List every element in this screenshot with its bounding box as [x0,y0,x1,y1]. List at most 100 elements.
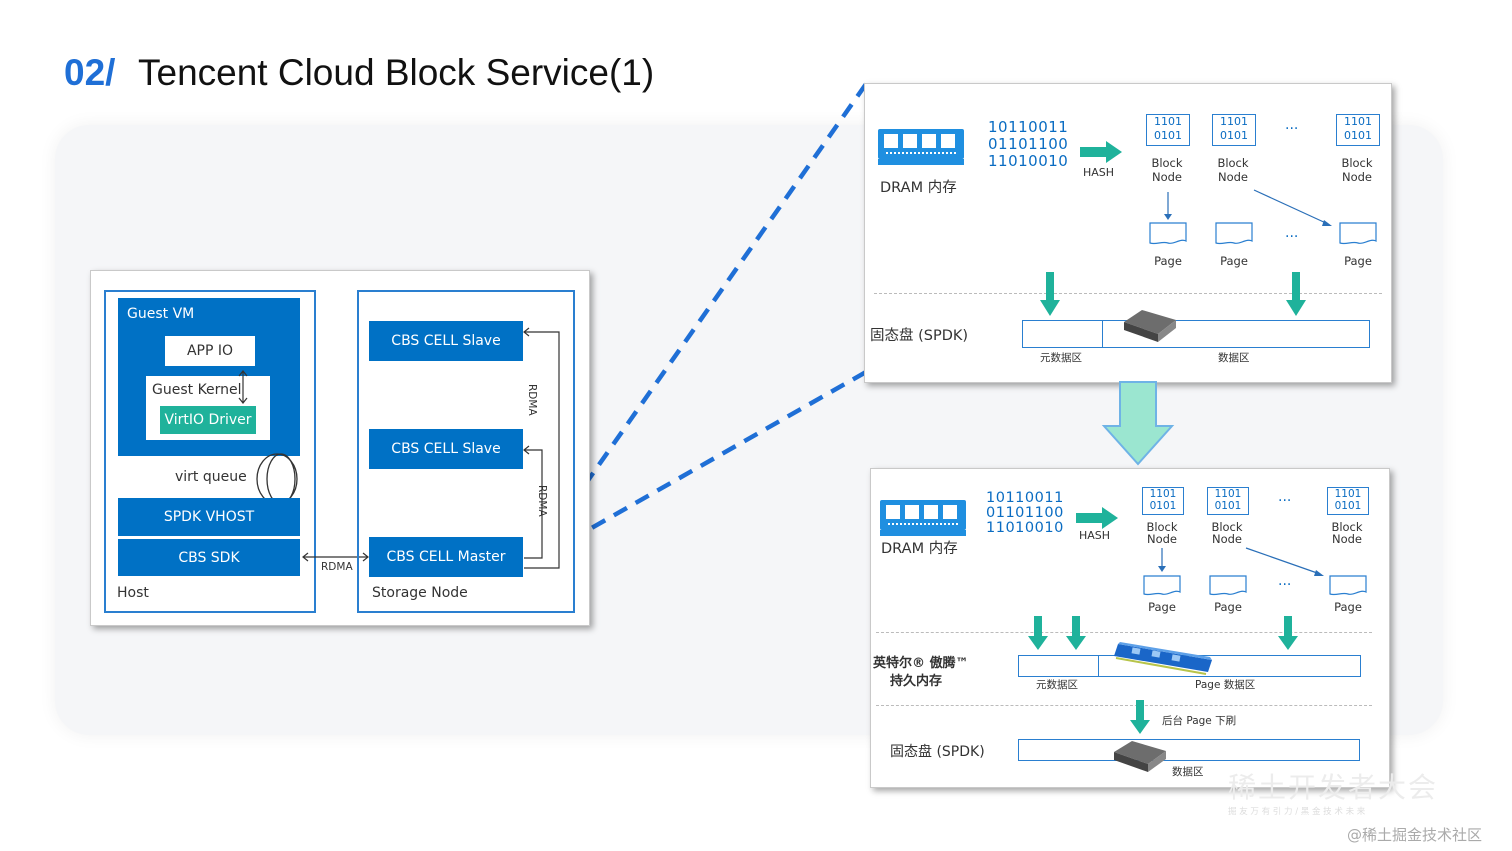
hash-arrow-icon [1076,507,1118,529]
node-bits-line: 1101 [1334,488,1362,500]
divider-line [874,293,1382,294]
page-label: Page [1154,254,1182,268]
rdma-vertical-label-1: RDMA [526,384,538,416]
slide-title: Tencent Cloud Block Service(1) [138,52,655,93]
node-page-arrows [1143,547,1367,596]
node-label-line: Block [1146,520,1178,534]
meta-area-label: 元数据区 [1036,679,1078,691]
node-bits-line: 0101 [1154,129,1182,142]
event-watermark-sub: 掘 友 万 有 引 力 / 黑 金 技 术 未 来 [1228,807,1366,817]
event-watermark: 稀土开发者大会 [1228,771,1439,804]
meta-area-bar [1022,320,1104,348]
data-area-label: 数据区 [1218,352,1250,364]
hash-label: HASH [1083,166,1115,179]
virt-queue-label: virt queue [175,469,247,485]
page-ellipsis: ... [1278,573,1292,589]
rdma-vertical-label-2: RDMA [536,485,548,517]
node-bits-line: 0101 [1334,500,1362,512]
host-label: Host [117,585,149,601]
rdma-label: RDMA [321,561,353,573]
cbs-cell-slave-1: CBS CELL Slave [369,321,523,361]
dram-label: DRAM 内存 [881,541,958,557]
node-page-arrows [1149,189,1377,245]
spdk-vhost-box: SPDK VHOST [118,498,300,536]
hash-label: HASH [1079,529,1111,542]
data-area-label: 数据区 [1172,766,1204,778]
bits-line: 10110011 [986,490,1064,506]
dram-label: DRAM 内存 [880,180,957,196]
node-bits-line: 1101 [1149,488,1177,500]
node-bits-line: 1101 [1344,115,1372,128]
page-label: Page [1334,600,1362,614]
cbs-sdk-box: CBS SDK [118,539,300,576]
node-label-line: Block [1331,520,1363,534]
node-label-line: Node [1211,532,1242,546]
bits-line: 11010010 [988,152,1069,170]
storage-node-outline [357,290,575,613]
virtio-driver-box: VirtIO Driver [160,406,256,434]
node-bits-line: 1101 [1154,115,1182,128]
ssd-label: 固态盘 (SPDK) [870,328,969,344]
ssd-label: 固态盘 (SPDK) [890,744,985,760]
meta-area-bar [1018,655,1100,677]
node-ellipsis: ... [1285,117,1299,133]
bits-line: 01101100 [988,135,1069,153]
bits-line: 11010010 [986,520,1064,536]
hash-input-bits: 10110011 01101100 11010010 [988,119,1068,170]
storage-node-label: Storage Node [372,585,468,601]
replication-arrows [523,327,560,569]
node-label-line: Node [1331,532,1362,546]
connector-line-bottom [528,370,868,565]
dram-module-icon [880,500,966,536]
page-label: Page [1220,254,1248,268]
node-label-line: Block [1217,156,1249,170]
node-label-line: Block [1211,520,1243,534]
node-bits-line: 0101 [1220,129,1248,142]
meta-area-label: 元数据区 [1040,352,1082,364]
node-bits-line: 1101 [1214,488,1242,500]
page-ellipsis: ... [1285,225,1299,241]
hash-input-bits: 10110011 01101100 11010010 [986,491,1064,536]
optane-label-line2: 持久内存 [890,674,943,689]
node-label-line: Block [1151,156,1183,170]
cbs-cell-master: CBS CELL Master [369,537,523,577]
bits-line: 10110011 [988,118,1069,136]
guest-vm-label: Guest VM [127,306,195,322]
node-bits-line: 0101 [1149,500,1177,512]
slide-number: 02/ [64,52,116,93]
app-io-box: APP IO [165,336,255,366]
ssd-drive-icon [1124,310,1176,342]
data-area-bar [1018,739,1360,761]
flush-arrows [1040,272,1306,316]
node-ellipsis: ... [1278,489,1292,505]
flush-arrows [1028,616,1298,650]
node-bits-line: 0101 [1344,129,1372,142]
evolution-arrow-icon [1101,381,1175,466]
background-flush-label: 后台 Page 下刷 [1162,715,1237,727]
page-label: Page [1214,600,1242,614]
host-outline [104,290,316,613]
node-label-line: Block [1341,156,1373,170]
node-label-line: Node [1217,170,1248,184]
node-label-line: Node [1341,170,1372,184]
dram-module-icon [878,129,964,165]
background-flush-arrow [1130,700,1150,734]
optane-module-icon [1114,642,1212,675]
cbs-cell-slave-2: CBS CELL Slave [369,429,523,469]
kernel-arrow [238,370,248,404]
node-bits-line: 1101 [1220,115,1248,128]
divider-line [876,632,1372,633]
hash-arrow-icon [1080,141,1122,163]
node-bits-line: 0101 [1214,500,1242,512]
node-label-line: Node [1151,170,1182,184]
